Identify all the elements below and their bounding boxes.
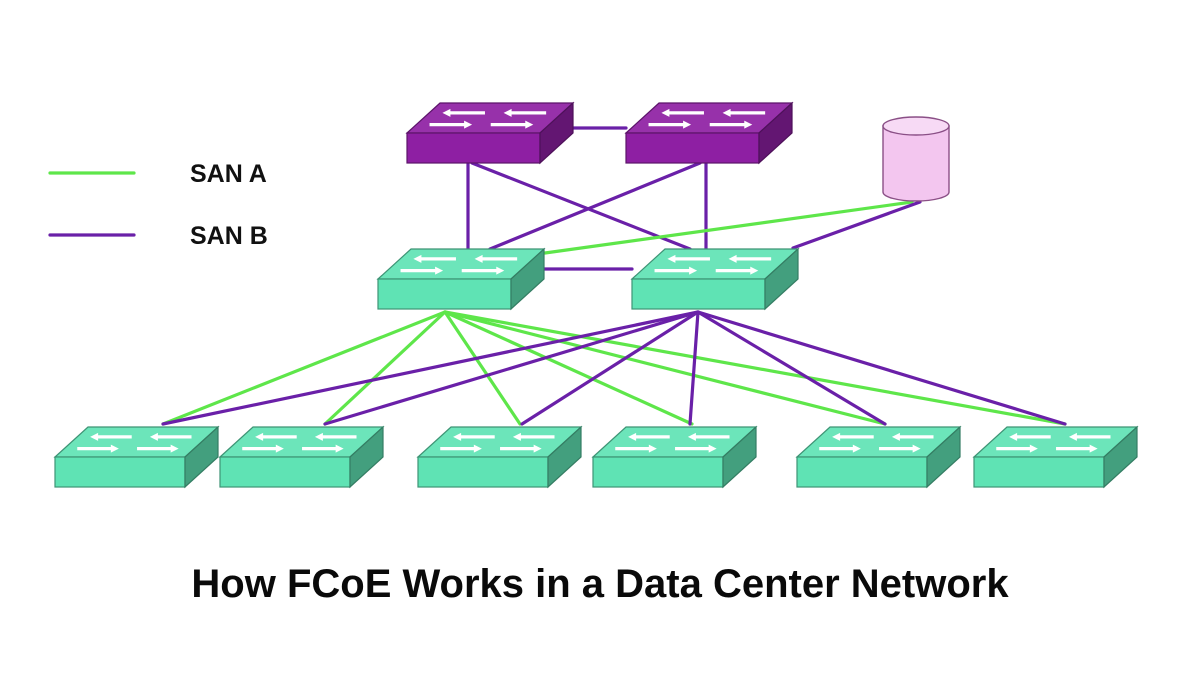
legend-label: SAN A — [190, 160, 267, 188]
core-2-switch-icon — [624, 101, 794, 165]
core-1-switch-icon — [405, 101, 575, 165]
link-agg-2-access-6-san-b — [696, 310, 1067, 426]
link-agg-2-access-2-san-b — [323, 310, 700, 426]
link-agg-2-access-4-san-b — [688, 310, 700, 426]
link-agg-1-access-2-san-a — [323, 310, 447, 426]
legend-item-san-b: SAN B — [48, 222, 268, 250]
link-agg-1-access-4-san-a — [443, 310, 694, 426]
switch-arrows-icon — [242, 432, 357, 453]
link-storage-array-agg-1-san-a — [543, 200, 914, 255]
switch-arrows-icon — [615, 432, 730, 453]
link-core-1-agg-2-san-b — [470, 161, 692, 251]
switch-arrows-icon — [648, 108, 766, 129]
agg-1-switch-icon — [376, 247, 546, 311]
access-1-switch-icon — [53, 425, 220, 489]
access-5-switch-icon — [795, 425, 962, 489]
access-4-switch-icon — [591, 425, 758, 489]
link-agg-2-access-5-san-b — [696, 310, 887, 426]
legend-label: SAN B — [190, 222, 268, 250]
network-diagram: SAN A SAN B — [48, 101, 1139, 489]
switch-arrows-icon — [400, 254, 518, 275]
link-agg-1-access-3-san-a — [443, 310, 522, 426]
link-agg-1-access-1-san-a — [161, 310, 447, 426]
diagram-title: How FCoE Works in a Data Center Network — [191, 562, 1009, 606]
switch-arrows-icon — [819, 432, 934, 453]
links-layer — [161, 126, 1067, 426]
access-2-switch-icon — [218, 425, 385, 489]
switch-arrows-icon — [77, 432, 192, 453]
link-agg-2-access-3-san-b — [520, 310, 700, 426]
switch-arrows-icon — [440, 432, 555, 453]
access-3-switch-icon — [416, 425, 583, 489]
switch-arrows-icon — [996, 432, 1111, 453]
link-core-2-agg-1-san-b — [488, 161, 702, 251]
link-storage-array-agg-2-san-b — [791, 200, 922, 250]
switch-arrows-icon — [429, 108, 547, 129]
link-agg-1-access-6-san-a — [443, 310, 1067, 426]
storage-array-database-icon — [882, 116, 950, 202]
agg-2-switch-icon — [630, 247, 800, 311]
access-6-switch-icon — [972, 425, 1139, 489]
legend: SAN A SAN B — [48, 160, 268, 250]
link-agg-1-access-5-san-a — [443, 310, 887, 426]
switch-arrows-icon — [654, 254, 772, 275]
legend-item-san-a: SAN A — [48, 160, 267, 188]
link-agg-2-access-1-san-b — [161, 310, 700, 426]
